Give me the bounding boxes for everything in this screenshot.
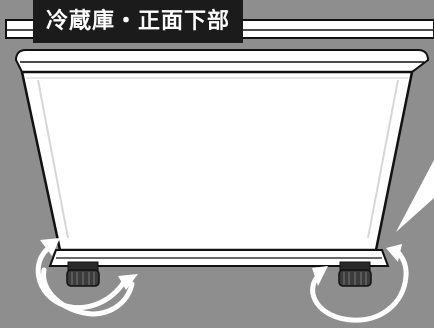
left-adjuster-foot (66, 261, 100, 287)
callout-pointer (396, 160, 434, 232)
freezer-drawer (14, 49, 430, 252)
right-adjuster-foot (338, 261, 372, 287)
rotate-arrow-icon (35, 238, 138, 317)
caption-label: 冷蔵庫・正面下部 (33, 0, 244, 43)
rotate-arrow-icon (310, 244, 409, 323)
refrigerator-base (48, 249, 390, 267)
